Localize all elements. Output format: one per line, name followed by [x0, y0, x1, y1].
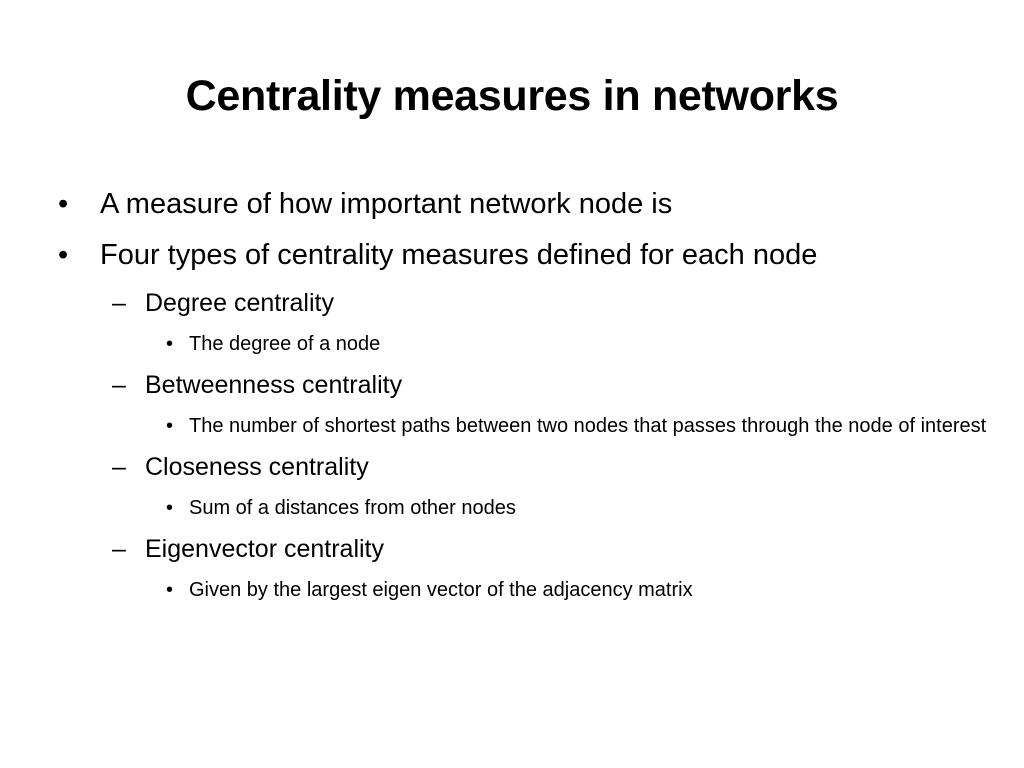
bullet-item-four-types: • Four types of centrality measures defi…: [58, 235, 988, 275]
detail-item-closeness: • Sum of a distances from other nodes: [166, 492, 988, 524]
detail-item-degree: • The degree of a node: [166, 328, 988, 360]
sub-item-text: Betweenness centrality: [145, 371, 403, 399]
bullet-marker: •: [58, 239, 69, 271]
detail-item-betweenness: • The number of shortest paths between t…: [166, 410, 988, 442]
detail-text: Given by the largest eigen vector of the…: [189, 579, 693, 601]
bullet-item-importance-measure: • A measure of how important network nod…: [58, 184, 988, 224]
dash-marker: –: [112, 289, 126, 317]
sub-item-text: Closeness centrality: [145, 453, 369, 481]
sub-item-eigenvector-centrality: – Eigenvector centrality: [112, 532, 988, 566]
detail-item-eigenvector: • Given by the largest eigen vector of t…: [166, 574, 988, 606]
bullet-marker: •: [166, 333, 174, 355]
bullet-marker: •: [58, 188, 69, 220]
dash-marker: –: [112, 535, 126, 563]
sub-item-betweenness-centrality: – Betweenness centrality: [112, 368, 988, 402]
slide-title: Centrality measures in networks: [185, 72, 839, 120]
sub-item-text: Eigenvector centrality: [145, 535, 385, 563]
sub-item-text: Degree centrality: [145, 289, 334, 317]
bullet-text: A measure of how important network node …: [100, 188, 673, 220]
detail-text: The number of shortest paths between two…: [189, 415, 987, 437]
detail-text: The degree of a node: [189, 333, 381, 355]
bullet-marker: •: [166, 579, 174, 601]
bullet-text: Four types of centrality measures define…: [100, 239, 818, 271]
sub-item-degree-centrality: – Degree centrality: [112, 286, 988, 320]
sub-item-closeness-centrality: – Closeness centrality: [112, 450, 988, 484]
bullet-list: • A measure of how important network nod…: [58, 184, 988, 614]
detail-text: Sum of a distances from other nodes: [189, 497, 516, 519]
bullet-marker: •: [166, 415, 174, 437]
bullet-marker: •: [166, 497, 174, 519]
dash-marker: –: [112, 371, 126, 399]
dash-marker: –: [112, 453, 126, 481]
